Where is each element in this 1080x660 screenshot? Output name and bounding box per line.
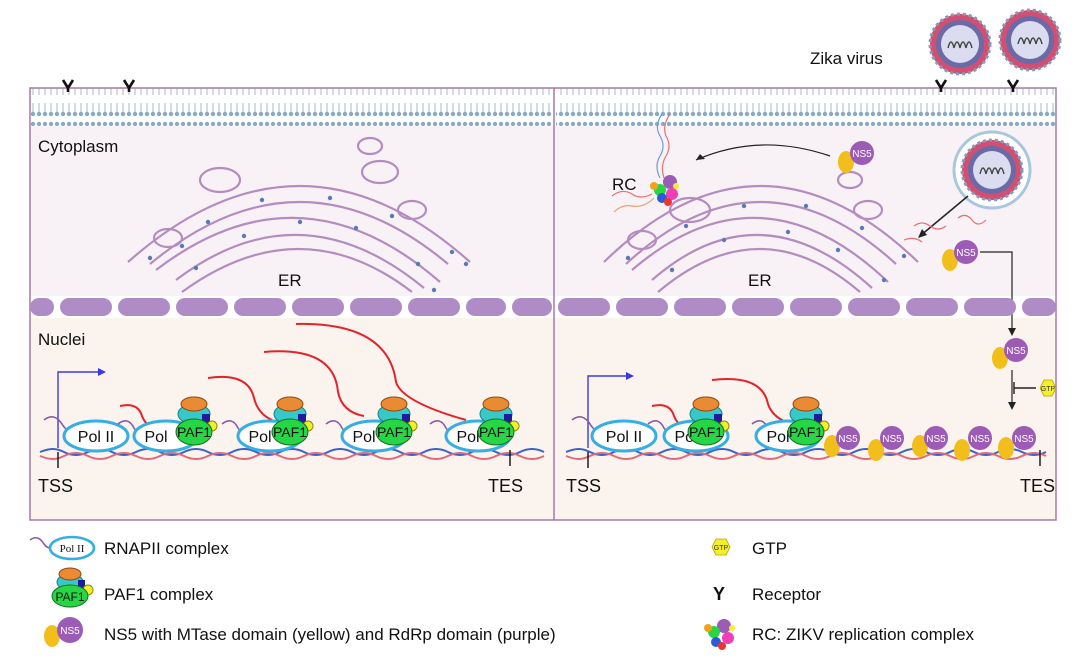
legend-rc-icon bbox=[704, 619, 735, 650]
receptor-icons bbox=[61, 79, 1020, 92]
cytoplasm-background bbox=[30, 126, 1056, 296]
dna-strand-left bbox=[39, 448, 545, 460]
svg-text:Pol: Pol bbox=[766, 429, 789, 446]
svg-text:Pol II: Pol II bbox=[78, 429, 114, 446]
er-label-right: ER bbox=[748, 271, 772, 290]
legend: Pol II RNAPII complex PAF1 PAF1 complex … bbox=[29, 535, 975, 650]
rnapii-paf1-complex-right-2: Pol PAF1 bbox=[751, 396, 830, 453]
tes-label-right: TES bbox=[1020, 476, 1055, 496]
legend-ns5-icon: NS5 bbox=[44, 617, 83, 647]
tss-label-right: TSS bbox=[566, 476, 601, 496]
svg-text:NS5: NS5 bbox=[956, 248, 976, 259]
tes-label-left: TES bbox=[488, 476, 523, 496]
ribosomes-right bbox=[625, 203, 907, 283]
svg-text:PAF1: PAF1 bbox=[377, 424, 411, 440]
svg-text:PAF1: PAF1 bbox=[55, 590, 84, 604]
endosome-icon bbox=[952, 130, 1032, 210]
svg-text:Pol: Pol bbox=[144, 429, 167, 446]
arrow-ns5-to-rc bbox=[695, 144, 831, 161]
nuclei-label: Nuclei bbox=[38, 330, 85, 349]
legend-rnapii-label: RNAPII complex bbox=[104, 539, 229, 558]
svg-text:GTP: GTP bbox=[1041, 386, 1056, 393]
svg-text:NS5: NS5 bbox=[970, 434, 990, 445]
svg-text:Pol: Pol bbox=[248, 429, 271, 446]
diagram-frame bbox=[29, 87, 1057, 521]
rnapii-paf1-complex-3: Pol PAF1 bbox=[325, 396, 418, 453]
rnapii-paf1-complex-4: Pol PAF1 bbox=[429, 396, 520, 453]
svg-text:NS5: NS5 bbox=[882, 434, 902, 445]
legend-paf1-label: PAF1 complex bbox=[104, 585, 214, 604]
svg-text:NS5: NS5 bbox=[926, 434, 946, 445]
svg-text:NS5: NS5 bbox=[852, 149, 872, 160]
er-right bbox=[603, 170, 919, 293]
legend-gtp-label: GTP bbox=[752, 539, 787, 558]
zika-virus-label: Zika virus bbox=[810, 49, 883, 68]
cytoplasm-label: Cytoplasm bbox=[38, 137, 118, 156]
svg-text:NS5: NS5 bbox=[60, 626, 80, 637]
svg-text:GTP: GTP bbox=[714, 545, 729, 552]
rnapii-complex-tss-right: Pol II bbox=[571, 416, 658, 453]
legend-rc-label: RC: ZIKV replication complex bbox=[752, 625, 975, 644]
gtp-icon: GTP bbox=[1039, 379, 1057, 397]
legend-rnapii-icon: Pol II bbox=[29, 535, 96, 561]
nuclear-envelope bbox=[30, 298, 1056, 316]
legend-receptor-icon: Y bbox=[713, 584, 725, 604]
ns5-cytoplasm-top: NS5 bbox=[838, 141, 874, 173]
tss-label-left: TSS bbox=[38, 476, 73, 496]
arrow-endosome-to-er bbox=[919, 195, 969, 237]
svg-text:PAF1: PAF1 bbox=[479, 424, 513, 440]
er-left bbox=[127, 136, 471, 293]
rnapii-paf1-complex-1: Pol PAF1 bbox=[117, 396, 218, 453]
svg-text:PAF1: PAF1 bbox=[177, 424, 211, 440]
tss-arrow-right bbox=[587, 375, 628, 448]
svg-text:Pol II: Pol II bbox=[60, 543, 85, 555]
arrow-head-rc bbox=[696, 154, 705, 160]
er-label-left: ER bbox=[278, 271, 302, 290]
plasma-membrane-left bbox=[30, 88, 552, 126]
svg-text:PAF1: PAF1 bbox=[273, 424, 307, 440]
svg-text:Pol: Pol bbox=[456, 429, 479, 446]
legend-paf1-icon: PAF1 bbox=[51, 567, 94, 608]
zika-virion-icon bbox=[928, 8, 1062, 76]
rc-label: RC bbox=[612, 175, 637, 194]
tss-arrow-left bbox=[57, 371, 100, 448]
svg-text:PAF1: PAF1 bbox=[789, 424, 823, 440]
rnapii-paf1-complex-right-1: Pol PAF1 bbox=[647, 396, 730, 453]
svg-text:NS5: NS5 bbox=[1014, 434, 1034, 445]
ns5-nucleus-free: NS5 bbox=[992, 338, 1028, 369]
ribosomes-left bbox=[147, 195, 469, 293]
rnapii-paf1-complex-2: Pol PAF1 bbox=[221, 396, 314, 453]
svg-text:NS5: NS5 bbox=[1006, 346, 1026, 357]
svg-text:PAF1: PAF1 bbox=[689, 424, 723, 440]
legend-gtp-icon: GTP bbox=[711, 538, 731, 556]
ns5-cytoplasm-mid: NS5 bbox=[942, 240, 978, 271]
legend-receptor-label: Receptor bbox=[752, 585, 821, 604]
svg-text:Pol II: Pol II bbox=[606, 429, 642, 446]
svg-text:Pol: Pol bbox=[352, 429, 375, 446]
svg-text:NS5: NS5 bbox=[838, 434, 858, 445]
gtp-inhibition-bar bbox=[1013, 382, 1036, 394]
ns5-chromatin-row: NS5 NS5 NS5 NS5 NS5 bbox=[824, 426, 1036, 461]
rnapii-complex-tss-left: Pol II bbox=[43, 416, 130, 453]
plasma-membrane-right bbox=[556, 88, 1056, 126]
viral-rna-icon bbox=[903, 222, 947, 243]
replication-complex-icon bbox=[611, 113, 679, 213]
legend-ns5-label: NS5 with MTase domain (yellow) and RdRp … bbox=[104, 625, 556, 644]
